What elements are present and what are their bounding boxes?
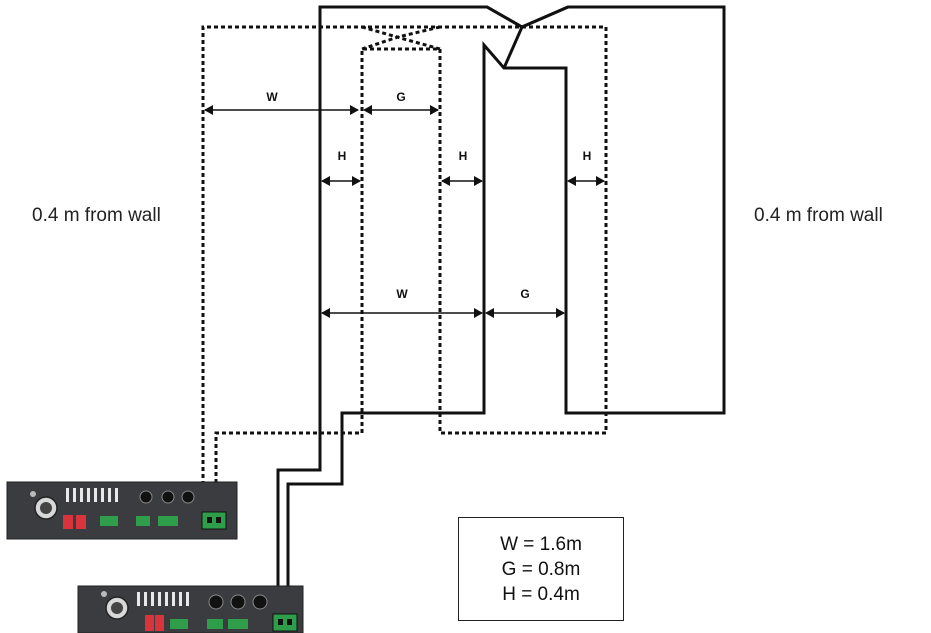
solid-loop-crossover [486, 5, 569, 69]
amplifier-device-icon [77, 585, 304, 633]
label-w-mid: W [396, 287, 408, 301]
label-h-mid: H [459, 149, 468, 163]
label-h-left: H [338, 149, 347, 163]
legend-h-value: H = 0.4m [502, 583, 580, 605]
vent-slots-icon [66, 488, 118, 502]
wall-distance-right: 0.4 m from wall [754, 205, 883, 226]
dotted-loop-crossover [361, 25, 441, 51]
loop-output-connector-icon [201, 511, 227, 530]
vent-slots-icon [137, 592, 189, 606]
solid-loop-cable [276, 5, 726, 597]
legend-w-value: W = 1.6m [500, 533, 582, 555]
terminal-block-icon [170, 619, 188, 629]
label-h-right: H [583, 149, 592, 163]
dip-switch-icon [145, 615, 154, 631]
legend-g-value: G = 0.8m [501, 558, 581, 580]
label-g-top: G [396, 90, 405, 104]
loop-output-connector-icon [272, 613, 298, 632]
dotted-loop-cable [201, 25, 608, 490]
dip-switch-icon [63, 515, 73, 529]
knob-icon [208, 594, 224, 610]
label-g-mid: G [520, 287, 529, 301]
label-w-top: W [266, 90, 278, 104]
amplifier-device-icon [6, 481, 238, 540]
knob-icon [139, 490, 153, 504]
wall-distance-left: 0.4 m from wall [32, 205, 161, 226]
dimension-legend: W = 1.6m G = 0.8m H = 0.4m [458, 517, 624, 621]
terminal-block-icon [100, 516, 118, 526]
